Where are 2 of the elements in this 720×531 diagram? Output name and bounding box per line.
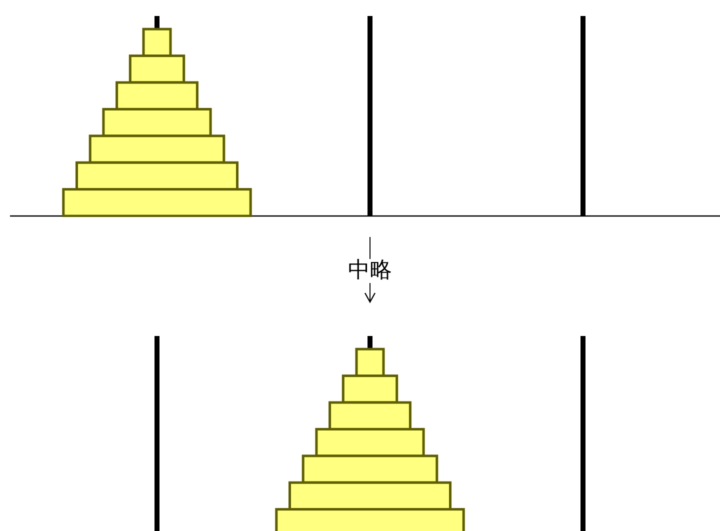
edge-label: 中略 <box>347 258 393 282</box>
tower-puzzle-drawing <box>10 16 720 217</box>
